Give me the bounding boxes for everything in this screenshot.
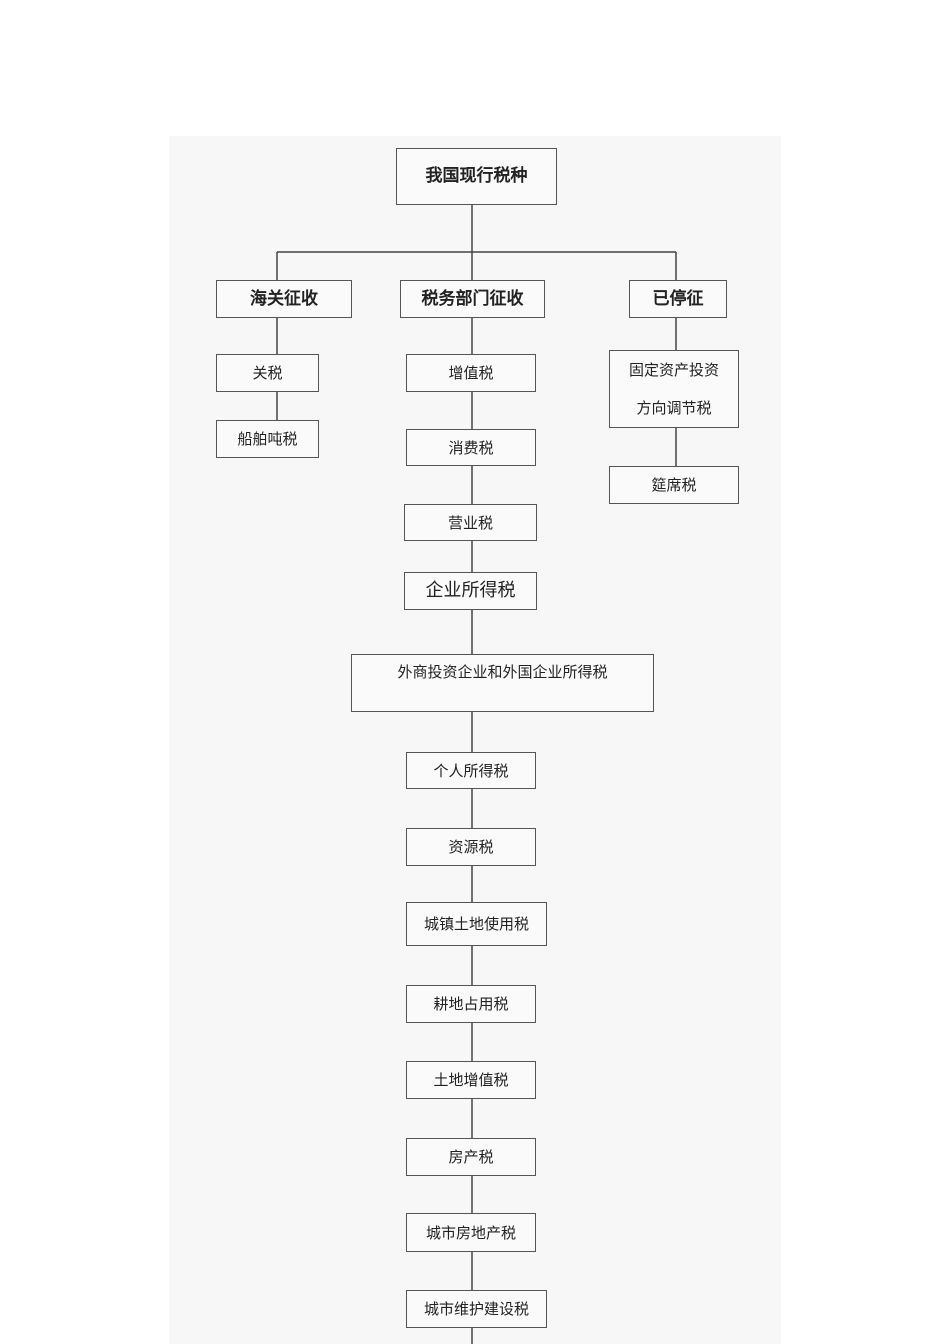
node-fixed-asset-line-2: 方向调节税 [636, 399, 712, 417]
node-fixed-asset-line-1: 固定资产投资 [628, 361, 719, 379]
node-property-tax: 房产税 [406, 1138, 536, 1176]
node-tonnage-tax: 船舶吨税 [216, 420, 319, 458]
node-tariff: 关税 [216, 354, 319, 392]
branch-tax-department: 税务部门征收 [400, 280, 545, 318]
node-fixed-asset-investment-tax: 固定资产投资 方向调节税 [609, 350, 739, 428]
node-enterprise-income-tax: 企业所得税 [404, 572, 537, 610]
node-individual-income-tax: 个人所得税 [406, 752, 536, 789]
node-urban-land-use-tax: 城镇土地使用税 [406, 902, 547, 946]
node-resource-tax: 资源税 [406, 828, 536, 866]
node-urban-maintenance-construction-tax: 城市维护建设税 [406, 1290, 547, 1328]
node-land-appreciation-tax: 土地增值税 [406, 1061, 536, 1099]
node-foreign-enterprise-income-tax: 外商投资企业和外国企业所得税 [351, 654, 654, 712]
branch-stopped: 已停征 [629, 280, 727, 318]
node-banquet-tax: 筵席税 [609, 466, 739, 504]
node-vat: 增值税 [406, 354, 536, 392]
node-consumption-tax: 消费税 [406, 429, 536, 466]
node-farmland-occupation-tax: 耕地占用税 [406, 985, 536, 1023]
node-business-tax: 营业税 [404, 504, 537, 541]
root-node: 我国现行税种 [396, 148, 557, 205]
node-urban-real-estate-tax: 城市房地产税 [406, 1213, 536, 1252]
branch-customs: 海关征收 [216, 280, 352, 318]
